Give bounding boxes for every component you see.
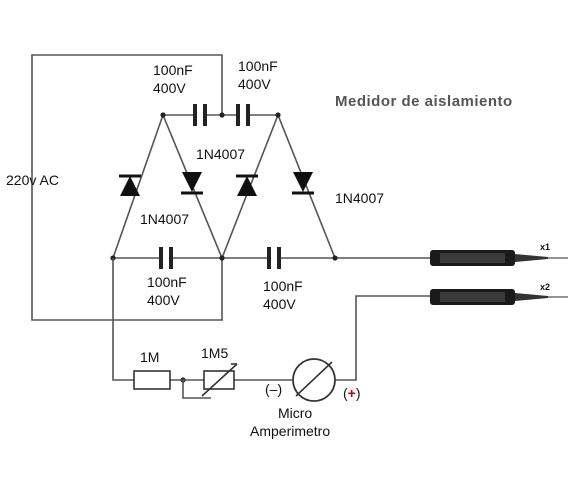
potentiometer-icon bbox=[201, 363, 238, 397]
diode-3-icon bbox=[236, 174, 258, 196]
diode-label-left: 1N4007 bbox=[140, 211, 189, 227]
probe-x1-label: x1 bbox=[540, 242, 550, 252]
capacitor-bottom-right bbox=[267, 247, 281, 269]
microammeter-icon bbox=[292, 358, 336, 402]
capacitor-top-right bbox=[236, 104, 250, 126]
resistor-label: 1M bbox=[140, 349, 159, 365]
probe-x1 bbox=[430, 250, 568, 266]
cap-bottom-left-voltage: 400V bbox=[147, 292, 180, 308]
meter-name-line2: Amperimetro bbox=[250, 423, 330, 439]
resistor-icon bbox=[133, 370, 171, 390]
measure-wire bbox=[112, 258, 430, 381]
meter-name-line1: Micro bbox=[278, 405, 312, 421]
diode-2-icon bbox=[181, 172, 203, 195]
diagram-title: Medidor de aislamiento bbox=[335, 93, 513, 110]
junction-dot bbox=[219, 255, 225, 261]
cap-bottom-left-value: 100nF bbox=[147, 274, 187, 290]
source-wire bbox=[31, 54, 223, 321]
cap-bottom-right-voltage: 400V bbox=[263, 296, 296, 312]
capacitor-top-left bbox=[193, 104, 207, 126]
junction-dot bbox=[332, 255, 338, 261]
probe-x2 bbox=[430, 289, 568, 305]
diode-label-right: 1N4007 bbox=[335, 190, 384, 206]
meter-plus-label: (+) bbox=[343, 385, 361, 401]
cap-top-left-voltage: 400V bbox=[153, 80, 186, 96]
cap-top-left-value: 100nF bbox=[153, 62, 193, 78]
cap-top-right-value: 100nF bbox=[238, 58, 278, 74]
junction-dot bbox=[275, 112, 281, 118]
potentiometer-label: 1M5 bbox=[201, 345, 228, 361]
meter-minus-label: (–) bbox=[265, 381, 282, 397]
diode-4-icon bbox=[292, 172, 314, 195]
diode-1-icon bbox=[119, 174, 141, 196]
source-label: 220v AC bbox=[6, 172, 59, 188]
capacitor-bottom-left bbox=[159, 247, 173, 269]
pot-wiper-wire bbox=[182, 380, 211, 399]
cap-bottom-right-value: 100nF bbox=[263, 278, 303, 294]
probe-x2-label: x2 bbox=[540, 282, 550, 292]
junction-dot bbox=[219, 112, 225, 118]
cap-top-right-voltage: 400V bbox=[238, 76, 271, 92]
junction-dot bbox=[160, 112, 166, 118]
diode-label-top: 1N4007 bbox=[196, 146, 245, 162]
